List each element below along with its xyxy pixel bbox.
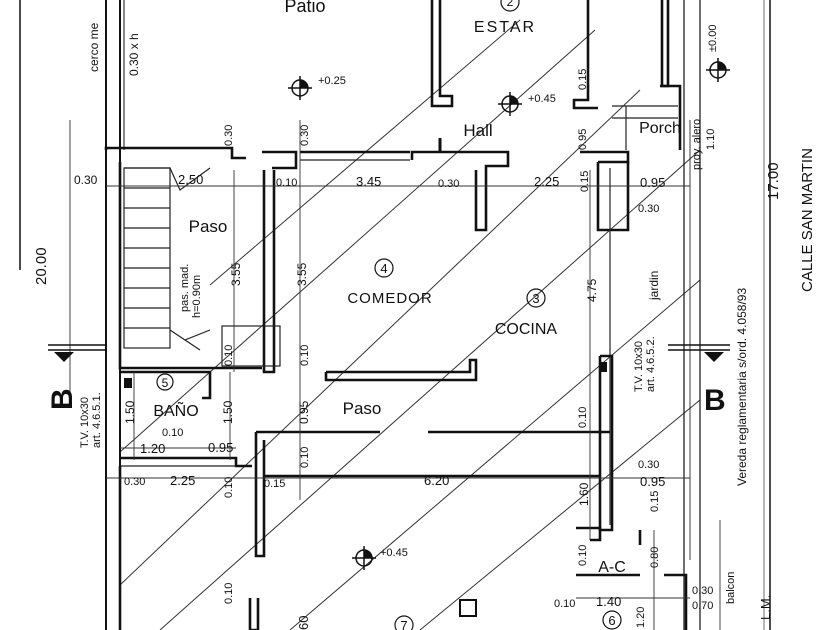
tv-note-left-1: T.V. 10x30 [79,397,91,448]
upper-walls [430,0,682,150]
room-label-bano: BAÑO [153,400,198,420]
street-name: CALLE SAN MARTIN [799,148,816,292]
dim-095-v: 0.95 [577,129,589,150]
level-label-street: ±0.00 [707,25,719,52]
dim-010-b2: 0.10 [554,598,575,610]
level-marker-hall [498,92,522,116]
room-number-comedor: 4 [380,261,387,276]
level-marker-lower [352,546,376,570]
dim-060: 60 [296,616,311,630]
dim-095-top: 0.95 [640,175,665,190]
room-label-cocina: COCINA [495,321,558,338]
dim-010-v2: 0.10 [299,345,311,366]
window-symbol [459,599,477,617]
tv-symbol-left [124,378,132,388]
right-property-lines [683,0,771,630]
dim-095-bath: 0.95 [208,440,233,455]
room-label-ac: A-C [598,559,626,576]
room-label-paso-top: Paso [189,217,228,236]
dim-010-v1: 0.10 [223,345,235,366]
dim-345: 3.45 [356,174,381,189]
vereda-note: Vereda reglamentaria s/ord. 4.058/93 [735,288,749,486]
tv-note-right-1: T.V. 10x30 [633,341,645,392]
pas-h-note: h=0.90m [191,275,203,318]
room-label-paso-mid: Paso [343,399,382,418]
staircase [123,167,281,367]
dim-120: 1.20 [140,441,165,456]
dim-070: 0.70 [692,600,713,612]
proy-alero-label: proy. alero [691,119,703,170]
dim-015-v2: 0.15 [579,171,591,192]
dim-095-mid: 0.95 [297,400,311,424]
dim-030-v1: 0.30 [223,125,235,146]
room-label-porch: Porch [639,120,681,137]
lm-label: L.M. [758,595,773,620]
dim-015-bot: 0.15 [264,478,285,490]
dim-080: 0.80 [649,547,661,568]
main-walls [104,146,688,630]
room-number-circles [156,0,622,630]
room-number-7: 7 [400,618,407,630]
dim-030-v2: 0.30 [299,125,311,146]
dim-010-ac: 0.10 [577,545,589,566]
dim-010-lower: 0.10 [223,583,235,604]
dim-150-b: 1.50 [221,400,235,424]
dim-150-a: 1.50 [123,400,137,424]
cerco-note: cerco me [87,22,101,72]
tv-note-right-2: art. 4.6.5.2. [645,336,657,392]
dim-225-bot: 2.25 [170,473,195,488]
dim-010-bath: 0.10 [162,427,183,439]
dim-355-a: 3.55 [229,262,243,286]
room-label-hall: Hall [463,121,492,140]
dim-010-v3: 0.10 [577,407,589,428]
cerco-dim: 0.30 x h [127,33,141,76]
room-label-comedor: COMEDOR [347,290,432,307]
dim-030-rb: 0.30 [692,585,713,597]
dim-475: 4.75 [585,278,599,302]
jardin-label: jardin [647,271,661,301]
level-label-hall: +0.45 [528,93,556,105]
balcon-label: balcon [725,572,737,604]
section-marker-left [48,344,106,362]
dim-030-bl: 0.30 [124,476,145,488]
dim-140: 1.40 [596,594,621,609]
dim-225-top: 2.25 [534,174,559,189]
dim-030-left: 0.30 [74,173,98,187]
room-number-cocina: 3 [532,291,539,306]
dim-250: 2.50 [178,172,203,187]
dim-010-v4: 0.10 [299,447,311,468]
tv-symbol-right [599,362,607,372]
street-width: 17.00 [765,162,782,200]
tv-note-left-2: art. 4.6.5.1. [91,392,103,448]
dim-110: 1.10 [705,129,717,150]
dim-120-b: 1.20 [635,607,647,628]
dim-030-br: 0.30 [638,459,659,471]
dim-620: 6.20 [424,473,449,488]
dim-015-v: 0.15 [577,69,589,90]
room-number-bano: 5 [162,376,169,390]
section-marker-right [668,344,730,362]
room-number-6: 6 [608,613,615,628]
section-label-left: B [46,388,79,410]
room-label-estar: ESTAR [474,19,536,36]
level-marker-patio [288,76,312,100]
level-label-patio: +0.25 [318,75,346,87]
dim-160: 1.60 [577,482,591,506]
dim-030-mid: 0.30 [438,178,459,190]
level-label-lower: +0.45 [380,547,408,559]
pas-mad-note: pas. mad. [179,264,191,312]
dim-015-br: 0.15 [649,491,661,512]
dim-010-a: 0.10 [276,177,297,189]
section-label-right: B [704,384,726,417]
room-label-patio: Patio [284,0,325,16]
room-number-estar: 2 [507,0,514,9]
level-marker-street [706,58,730,82]
dim-total-depth: 20.00 [33,247,50,285]
dim-010-bl: 0.10 [223,477,235,498]
dim-355-b: 3.55 [295,262,309,286]
dim-030-right: 0.30 [638,203,659,215]
dim-095-br: 0.95 [640,474,665,489]
